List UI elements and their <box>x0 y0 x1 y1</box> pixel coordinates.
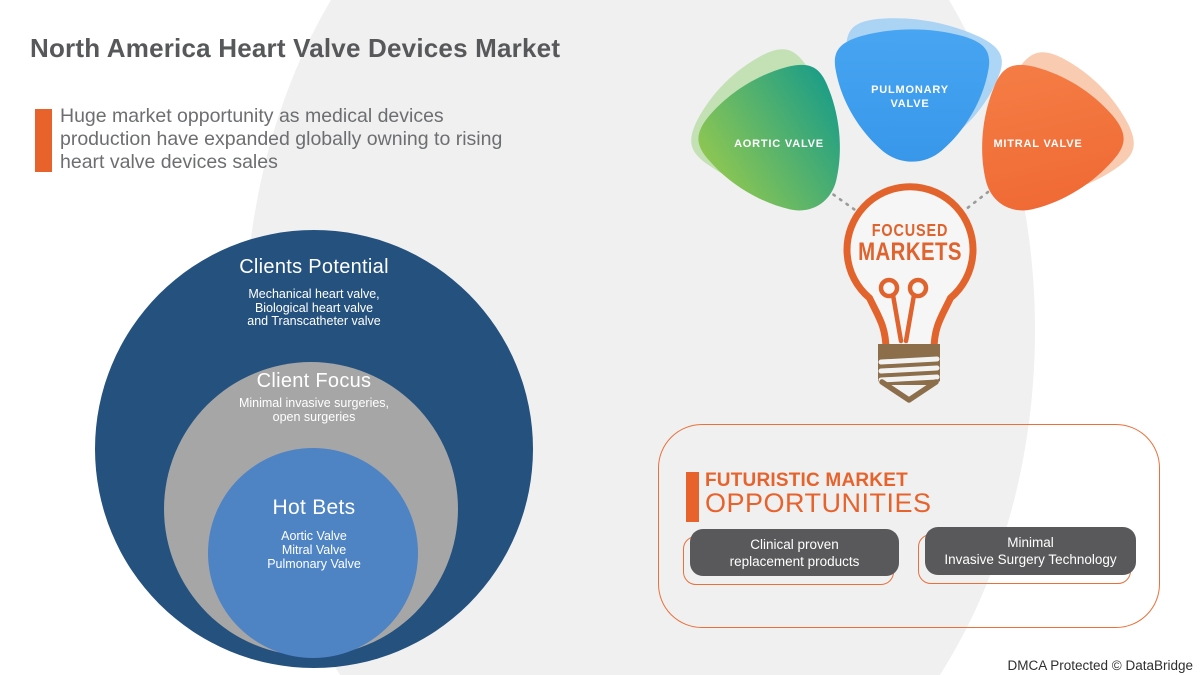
card-line: Clinical proven <box>750 536 839 552</box>
client-focus-title: Client Focus <box>256 370 372 392</box>
highlight-accent-bar <box>35 109 52 172</box>
pulmonary-valve-label-line2: VALVE <box>890 98 929 110</box>
opportunities-panel <box>658 424 1160 628</box>
focused-markets-graphic: AORTIC VALVE PULMONARY VALVE MITRAL VALV… <box>690 10 1150 403</box>
card-line: replacement products <box>729 553 860 569</box>
pulmonary-valve-label-line1: PULMONARY <box>871 84 949 96</box>
circle-hot-bets <box>208 448 418 658</box>
client-focus-desc: Minimal invasive surgeries, open surgeri… <box>95 396 533 424</box>
aortic-valve-label: AORTIC VALVE <box>734 138 824 150</box>
client-focus-block: Client Focus Minimal invasive surgeries,… <box>95 370 533 424</box>
lightbulb-glass <box>843 183 977 354</box>
card-line: Minimal <box>1007 535 1054 550</box>
opportunities-accent-bar <box>686 472 699 522</box>
dmca-watermark: DMCA Protected © DataBridge <box>1007 658 1193 673</box>
desc-line: Mechanical heart valve, <box>248 287 380 301</box>
mitral-valve-label: MITRAL VALVE <box>993 138 1082 150</box>
opportunities-heading-line1: FUTURISTIC MARKET <box>705 470 908 491</box>
desc-line: Minimal invasive surgeries, <box>238 396 390 410</box>
desc-line: and Transcatheter valve <box>247 314 381 328</box>
page-title: North America Heart Valve Devices Market <box>30 33 561 63</box>
desc-line: Biological heart valve <box>254 300 374 315</box>
bulb-filament-icon <box>878 277 929 344</box>
clients-potential-desc: Mechanical heart valve, Biological heart… <box>95 287 533 329</box>
opportunity-card-clinical: Clinical proven replacement products <box>690 529 899 576</box>
desc-line: Mitral Valve <box>281 543 347 557</box>
hot-bets-title: Hot Bets <box>272 496 356 519</box>
card-line: Invasive Surgery Technology <box>944 552 1117 567</box>
desc-line: Pulmonary Valve <box>267 557 361 571</box>
bulb-base <box>878 344 940 403</box>
clients-potential-title: Clients Potential <box>239 256 389 278</box>
opportunity-card-minimal: Minimal Invasive Surgery Technology <box>925 527 1136 575</box>
desc-line: Aortic Valve <box>281 529 347 543</box>
bulb-word-focused: FOCUSED <box>872 221 949 241</box>
bulb-word-markets: MARKETS <box>858 237 962 266</box>
hot-bets-block: Hot Bets Aortic Valve Mitral Valve Pulmo… <box>95 496 533 571</box>
clients-potential-block: Clients Potential Mechanical heart valve… <box>95 256 533 329</box>
hot-bets-desc: Aortic Valve Mitral Valve Pulmonary Valv… <box>95 529 533 571</box>
opportunities-heading-line2: OPPORTUNITIES <box>705 488 932 518</box>
highlight-text: Huge market opportunity as medical devic… <box>60 105 503 173</box>
desc-line: open surgeries <box>272 409 356 424</box>
